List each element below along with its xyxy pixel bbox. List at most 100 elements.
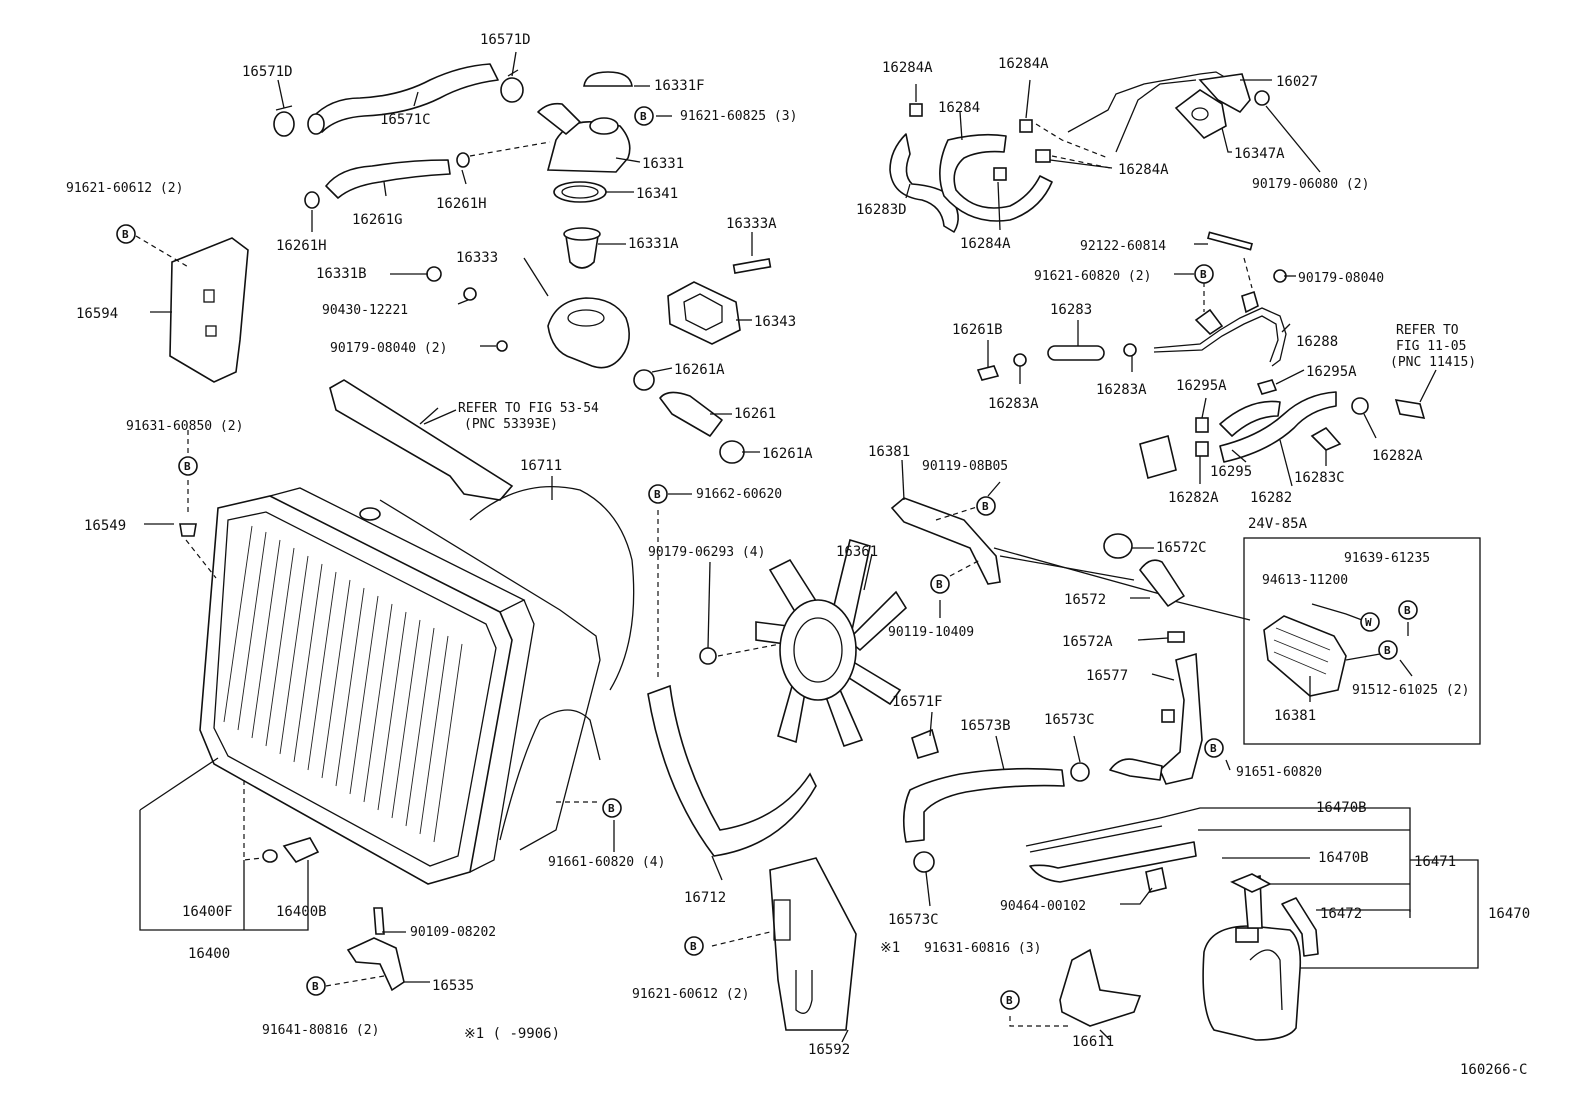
marker-b-91621-60612a: B [116,224,136,244]
label-16571d-right: 16571D [480,32,531,48]
label-16261h-left: 16261H [276,238,327,254]
marker-w-94613-11200: W [1360,612,1380,632]
valve-16261b [976,365,1000,381]
clamp-90464-00102 [1145,867,1167,893]
label-16343: 16343 [754,314,796,330]
label-16571d-left: 16571D [242,64,293,80]
label-16333: 16333 [456,250,498,266]
hose-16470b-1 [1029,841,1197,883]
stud-16333a [732,258,772,274]
label-16331f: 16331F [654,78,705,94]
label-91621-60825: 91621-60825 (3) [680,109,797,124]
label-16577: 16577 [1086,668,1128,684]
label-91651-60820: 91651-60820 [1236,765,1322,780]
clamp-16284a-2 [1019,119,1033,133]
label-16283a-left: 16283A [988,396,1039,412]
clamp-16261a-lower [719,440,745,464]
marker-b-91621-60825: B [634,106,654,126]
svg-text:B: B [1210,742,1217,755]
label-refer-11-line3: (PNC 11415) [1390,355,1476,370]
label-16611: 16611 [1072,1034,1114,1050]
clamp-16571f [911,728,939,759]
bracket-16611 [1059,948,1142,1027]
svg-text:W: W [1365,616,1372,629]
clamp-16283a-right [1123,343,1137,357]
thermostat-16331a [563,227,601,269]
label-16572a: 16572A [1062,634,1113,650]
label-16261a-upper: 16261A [674,362,725,378]
label-16295: 16295 [1210,464,1252,480]
svg-text:B: B [690,940,697,953]
marker-b-91639-61235: B [1398,600,1418,620]
label-16381-upper: 16381 [868,444,910,460]
label-16347a: 16347A [1234,146,1285,162]
marker-b-91631-60816: B [1000,990,1020,1010]
radiator-core [223,525,463,843]
label-16361: 16361 [836,544,878,560]
hose-16295 [1219,379,1337,463]
label-92122-60814: 92122-60814 [1080,239,1166,254]
svg-text:B: B [122,228,129,241]
label-16470b-lower: 16470B [1318,850,1369,866]
marker-b-91651-60820: B [1204,738,1224,758]
label-16712: 16712 [684,890,726,906]
svg-text:B: B [184,460,191,473]
marker-b-90119-10409: B [930,574,950,594]
part-labels: 16571D 16571D 16571C 16331F 91621-60825 … [66,32,1530,1078]
hose-16283d [889,133,959,233]
label-16400f: 16400F [182,904,233,920]
clamp-16282a-upper [1195,417,1209,433]
label-16283d: 16283D [856,202,907,218]
label-90464-00102: 90464-00102 [1000,899,1086,914]
clamp-16571d-left [273,105,295,137]
label-91662-60620: 91662-60620 [696,487,782,502]
marker-b-91661-60820: B [602,798,622,818]
marker-b-91621-60612b: B [684,936,704,956]
label-91621-60820: 91621-60820 (2) [1034,269,1151,284]
label-91621-60612b: 91621-60612 (2) [632,987,749,1002]
label-16288: 16288 [1296,334,1338,350]
reservoir-16470 [1202,873,1302,1041]
label-16295a-left: 16295A [1176,378,1227,394]
label-16282: 16282 [1250,490,1292,506]
label-91631-60816: 91631-60816 (3) [924,941,1041,956]
label-91641-80816: 91641-80816 (2) [262,1023,379,1038]
label-16283: 16283 [1050,302,1092,318]
svg-text:B: B [1006,994,1013,1007]
cap-16331f [583,71,633,87]
label-16711: 16711 [520,458,562,474]
hose-16573b [902,767,1065,843]
label-24v-85a: 24V-85A [1248,516,1308,532]
label-16571c: 16571C [380,112,431,128]
label-91631-60850: 91631-60850 (2) [126,419,243,434]
label-16535: 16535 [432,978,474,994]
label-16381-inset: 16381 [1274,708,1316,724]
hose-16261 [659,391,723,437]
svg-text:B: B [640,110,647,123]
label-16400: 16400 [188,946,230,962]
hose-16572 [1139,559,1185,607]
label-16284: 16284 [938,100,980,116]
label-refer-53-line1: REFER TO FIG 53-54 [458,401,599,416]
label-16261: 16261 [734,406,776,422]
svg-text:B: B [1384,644,1391,657]
label-16284a-1: 16284A [882,60,933,76]
clamp-16572c [1103,533,1133,559]
label-16331a: 16331A [628,236,679,252]
fan-shroud-16711 [379,485,635,851]
figure-number: 160266-C [1460,1062,1527,1078]
clamp-16282a-right [1351,397,1369,415]
clamp-16573c-lower [913,851,935,873]
water-inlet-16333 [426,266,630,369]
clamp-16283a-left [1013,353,1027,367]
bracket-16381 [890,497,1001,585]
label-16549: 16549 [84,518,126,534]
label-91639-61235: 91639-61235 [1344,551,1430,566]
label-16261h-right: 16261H [436,196,487,212]
drain-cock-16400b [262,837,320,863]
bolt-90179-06080 [1254,90,1270,106]
label-16573c-right: 16573C [1044,712,1095,728]
pipe-16027 [1067,71,1251,153]
label-16283a-right: 16283A [1096,382,1147,398]
